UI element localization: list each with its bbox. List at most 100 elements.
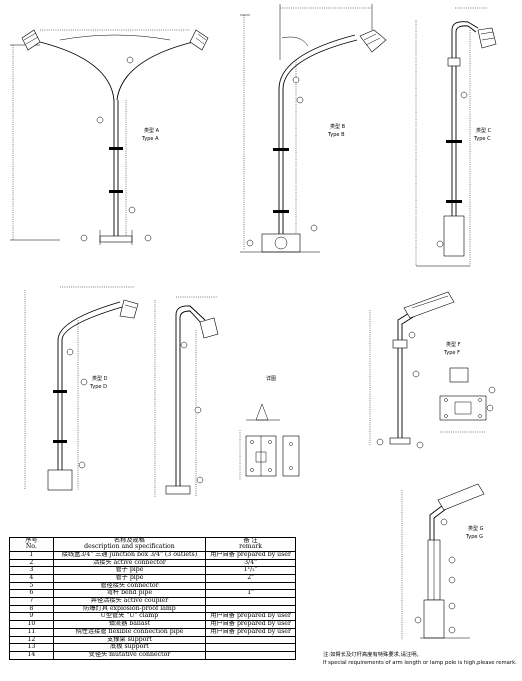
cell-remark xyxy=(205,597,296,606)
cell-no: 12 xyxy=(9,635,54,645)
cell-no: 2 xyxy=(9,558,54,568)
header-remark: 备 注 remark xyxy=(205,537,296,552)
lamp-icon xyxy=(21,29,41,51)
cell-description: 接线盒3/4" 三通 junction box 3/4" (3 outlets) xyxy=(52,550,207,560)
cell-no: 3 xyxy=(9,566,54,575)
cell-no: 4 xyxy=(9,573,54,583)
cell-description: 底板 support xyxy=(52,643,207,652)
diagram-type-d: 类型 D Type D xyxy=(24,286,139,491)
diagram-type-a: 类型 A Type A xyxy=(10,29,209,245)
table-header-row: 序号 No. 名称及规格 description and specificati… xyxy=(9,537,296,552)
cell-no: 11 xyxy=(9,627,54,637)
header-no-en: No. xyxy=(25,543,37,551)
cell-remark: 用户自备 prepared by user xyxy=(205,550,296,560)
cell-description: 变径头 mutative connector xyxy=(52,650,207,660)
header-remark-en: remark xyxy=(239,543,263,551)
cell-description: 防爆灯具 explosion-proof lamp xyxy=(52,604,207,614)
cell-no: 10 xyxy=(9,620,54,629)
diagram-sublabel: Type G xyxy=(465,534,483,540)
cell-remark: 2" xyxy=(205,573,296,583)
cell-remark xyxy=(205,643,296,652)
cell-description: 支撑架 support xyxy=(52,635,207,645)
cell-remark: 用户自备 prepared by user xyxy=(205,612,296,622)
cell-remark xyxy=(205,650,296,660)
diagram-label: 类型 C xyxy=(476,127,492,134)
lamp-icon xyxy=(437,483,485,511)
cell-description: 挠性连接管 flexible connection pipe xyxy=(52,627,207,637)
cell-remark: 用户自备 prepared by user xyxy=(205,620,296,629)
cell-no: 1 xyxy=(9,550,54,560)
cell-remark: 3/4" xyxy=(205,558,296,568)
cell-remark xyxy=(205,604,296,614)
diagram-label: 类型 G xyxy=(468,525,484,532)
parts-table: 序号 No. 名称及规格 description and specificati… xyxy=(9,537,296,660)
diagram-sublabel: Type B xyxy=(327,132,345,138)
cell-description: 活接头 active connector xyxy=(52,558,207,568)
diagram-sublabel: Type C xyxy=(473,136,491,142)
diagram-sublabel: Type D xyxy=(89,384,107,390)
diagram-type-g: 类型 G Type G xyxy=(401,483,485,640)
diagram-type-b: 类型 B Type B xyxy=(240,4,387,253)
cell-remark: 1" xyxy=(205,589,296,599)
cell-description: 镇流器 ballast xyxy=(52,620,207,629)
cell-no: 14 xyxy=(9,650,54,660)
header-no-cn: 序号 xyxy=(25,537,38,544)
header-no: 序号 No. xyxy=(9,537,54,552)
diagram-detail: 详图 xyxy=(239,375,300,480)
diagram-label: 类型 A xyxy=(144,127,160,134)
lamp-icon xyxy=(189,29,209,51)
diagram-type-f: 类型 F Type F xyxy=(369,291,496,449)
cell-remark: 用户自备 prepared by user xyxy=(205,627,296,637)
cell-no: 9 xyxy=(9,612,54,622)
cell-remark xyxy=(205,635,296,645)
diagram-label: 类型 D xyxy=(92,375,108,382)
cell-no: 7 xyxy=(9,597,54,606)
cell-no: 6 xyxy=(9,589,54,599)
diagram-label: 类型 F xyxy=(446,341,461,348)
cell-description: 管径接头 connector xyxy=(52,581,207,591)
remark-note: 注:如臂长及灯杆高度有特殊要求,请注明。 If special requirem… xyxy=(323,651,517,667)
cell-description: 异径活接头 active coupler xyxy=(52,597,207,606)
lamp-icon xyxy=(119,299,139,319)
cell-description: 管子 pipe xyxy=(52,566,207,575)
header-desc-cn: 名称及规格 xyxy=(113,537,145,544)
cell-remark xyxy=(205,581,296,591)
diagram-type-c: 类型 C Type C xyxy=(415,7,497,267)
lamp-icon xyxy=(403,291,455,319)
cell-remark: 1¹/₂" xyxy=(205,566,296,575)
header-desc-en: description and specification xyxy=(84,543,175,551)
cell-no: 5 xyxy=(9,581,54,591)
note-cn: 注:如臂长及灯杆高度有特殊要求,请注明。 xyxy=(323,652,422,658)
diagram-sublabel: Type F xyxy=(443,350,460,356)
lamp-icon xyxy=(199,317,219,339)
lamp-icon xyxy=(477,27,497,49)
cell-description: U型管夹 "U" clamp xyxy=(52,612,207,622)
diagram-sublabel: Type A xyxy=(141,136,159,142)
cell-no: 13 xyxy=(9,643,54,652)
diagram-type-e xyxy=(154,296,219,498)
note-en: If special requirements of arm length or… xyxy=(323,660,517,666)
header-description: 名称及规格 description and specification xyxy=(52,537,207,552)
lamp-icon xyxy=(359,29,387,53)
cell-description: 弯杆 bend pipe xyxy=(52,589,207,599)
header-remark-cn: 备 注 xyxy=(243,537,258,544)
cell-no: 8 xyxy=(9,604,54,614)
cell-description: 管子 pipe xyxy=(52,573,207,583)
diagram-label: 详图 xyxy=(266,375,276,382)
